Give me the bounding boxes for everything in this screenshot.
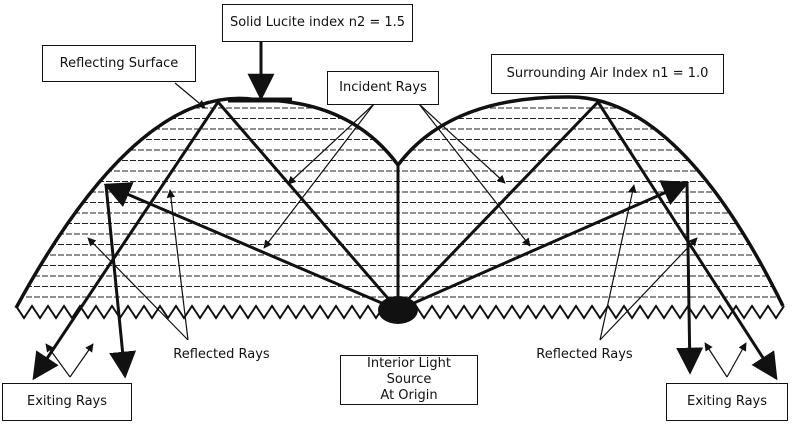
exiting-rays-right-label: Exiting Rays [666,383,788,421]
light-source-label-line1: Interior Light Source [367,356,451,387]
reflected-rays-right-label: Reflected Rays [536,347,633,362]
incident-rays-label: Incident Rays [327,71,439,105]
exiting-rays-left-label: Exiting Rays [2,383,132,421]
left-dome-surface [14,96,400,309]
right-dome-surface [396,95,785,307]
light-source-label: Interior Light Source At Origin [340,355,478,405]
surrounding-air-label: Surrounding Air Index n1 = 1.0 [491,54,724,94]
light-source-icon [378,296,418,324]
lucite-hatch-lines [16,107,783,298]
light-source-label-line2: At Origin [380,388,438,403]
solid-lucite-label: Solid Lucite index n2 = 1.5 [222,4,413,42]
reflected-rays-left-label: Reflected Rays [173,347,270,362]
annotation-arrows [45,42,747,378]
reflecting-surface-label: Reflecting Surface [42,45,196,82]
main-rays [32,100,778,381]
